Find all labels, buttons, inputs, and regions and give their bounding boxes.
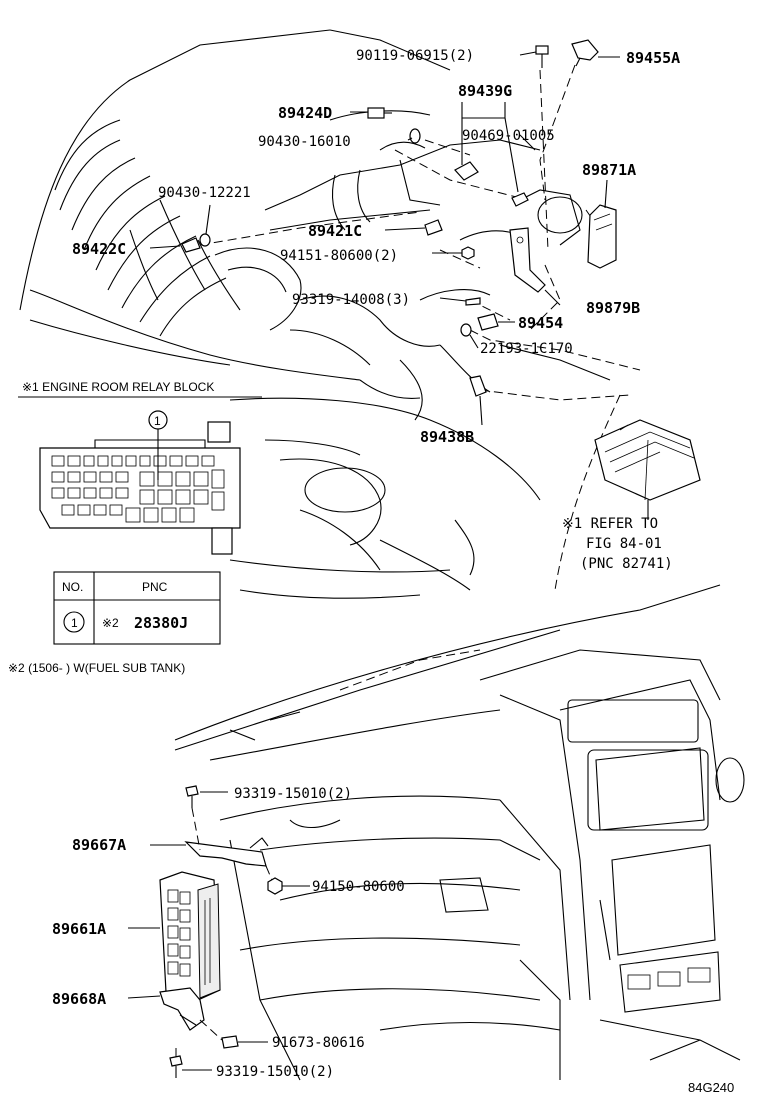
pnc-header-pnc: PNC: [142, 580, 168, 594]
pnc-row-no: 1: [71, 616, 78, 630]
label-89424D: 89424D: [278, 104, 332, 122]
label-90469-01005: 90469-01005: [462, 128, 555, 144]
part-nut-94151: [461, 246, 475, 260]
refer-block: ※1 REFER TO FIG 84-01 (PNC 82741): [562, 419, 701, 572]
part-bracket-89668A: [159, 987, 205, 1031]
refer-line-2: FIG 84-01: [586, 536, 662, 552]
label-89421C: 89421C: [308, 222, 362, 240]
part-bracket-89879B: [509, 227, 546, 293]
label-89422C: 89422C: [72, 240, 126, 258]
label-89454: 89454: [518, 314, 563, 332]
part-sensor-89454: [477, 313, 499, 331]
pnc-table: NO. PNC 1 ※2 28380J: [53, 571, 221, 645]
part-labels-lower: 93319-15010(2) 89667A 94150-80600 89661A…: [52, 786, 405, 1080]
label-89667A: 89667A: [72, 836, 126, 854]
label-89871A: 89871A: [582, 161, 636, 179]
leader-lines-upper: [149, 51, 620, 426]
part-module-89871A: [587, 204, 617, 269]
leader-dashes-lower: [175, 807, 273, 1058]
pnc-row-value: 28380J: [134, 614, 188, 632]
part-bracket-89667A: [184, 837, 269, 867]
label-90430-12221: 90430-12221: [158, 185, 251, 201]
part-bolt-93319-15010-bot: [169, 1055, 183, 1078]
part-sensor-89424D: [367, 107, 392, 119]
part-sensor-89455A: [571, 39, 599, 67]
part-gasket-90430-12221: [199, 233, 211, 247]
label-89455A: 89455A: [626, 49, 680, 67]
relay-callout-number: 1: [154, 414, 161, 428]
relay-block-title: ※1 ENGINE ROOM RELAY BLOCK: [22, 380, 214, 394]
label-94151-80600: 94151-80600(2): [280, 248, 398, 264]
part-bolt-90119: [535, 45, 549, 68]
label-89661A: 89661A: [52, 920, 106, 938]
label-90430-16010: 90430-16010: [258, 134, 351, 150]
label-90119-06915: 90119-06915(2): [356, 48, 474, 64]
leader-lines-lower: [127, 791, 310, 1071]
part-nut-94150: [267, 877, 283, 895]
part-bolt-91673: [221, 1035, 239, 1049]
pnc-row-mark: ※2: [102, 616, 119, 630]
part-gasket-90430-16010: [409, 128, 421, 144]
label-93319-15010-bot: 93319-15010(2): [216, 1064, 334, 1080]
label-89438B: 89438B: [420, 428, 474, 446]
dashboard-illustration: [174, 584, 745, 1081]
engine-bay-illustration: [19, 29, 611, 599]
label-89439G: 89439G: [458, 82, 512, 100]
label-93319-14008: 93319-14008(3): [292, 292, 410, 308]
label-91673-80616: 91673-80616: [272, 1035, 365, 1051]
part-bolt-93319-15010-top: [185, 785, 199, 808]
label-93319-15010-top: 93319-15010(2): [234, 786, 352, 802]
label-94150-80600: 94150-80600: [312, 879, 405, 895]
part-bolt-93319-14008: [465, 297, 481, 306]
refer-line-3: (PNC 82741): [580, 556, 673, 572]
label-89879B: 89879B: [586, 299, 640, 317]
label-89668A: 89668A: [52, 990, 106, 1008]
part-sensor-89422C: [181, 237, 201, 253]
part-sensor-89438B: [469, 375, 487, 397]
part-ecu-89661A: [159, 871, 221, 1001]
part-sensor-89421C: [424, 219, 443, 236]
footnote: ※2 (1506- ) W(FUEL SUB TANK): [8, 661, 185, 675]
pnc-header-no: NO.: [62, 580, 83, 594]
relay-block-inset: ※1 ENGINE ROOM RELAY BLOCK: [18, 380, 262, 555]
part-gasket-22193: [460, 323, 472, 337]
refer-line-1: ※1 REFER TO: [562, 516, 658, 532]
part-labels-upper: 90119-06915(2) 89455A 89439G 89424D 9043…: [72, 48, 680, 446]
figure-code: 84G240: [688, 1080, 734, 1095]
label-22193-1C170: 22193-1C170: [480, 341, 573, 357]
part-bracket-89439G: [454, 161, 529, 207]
